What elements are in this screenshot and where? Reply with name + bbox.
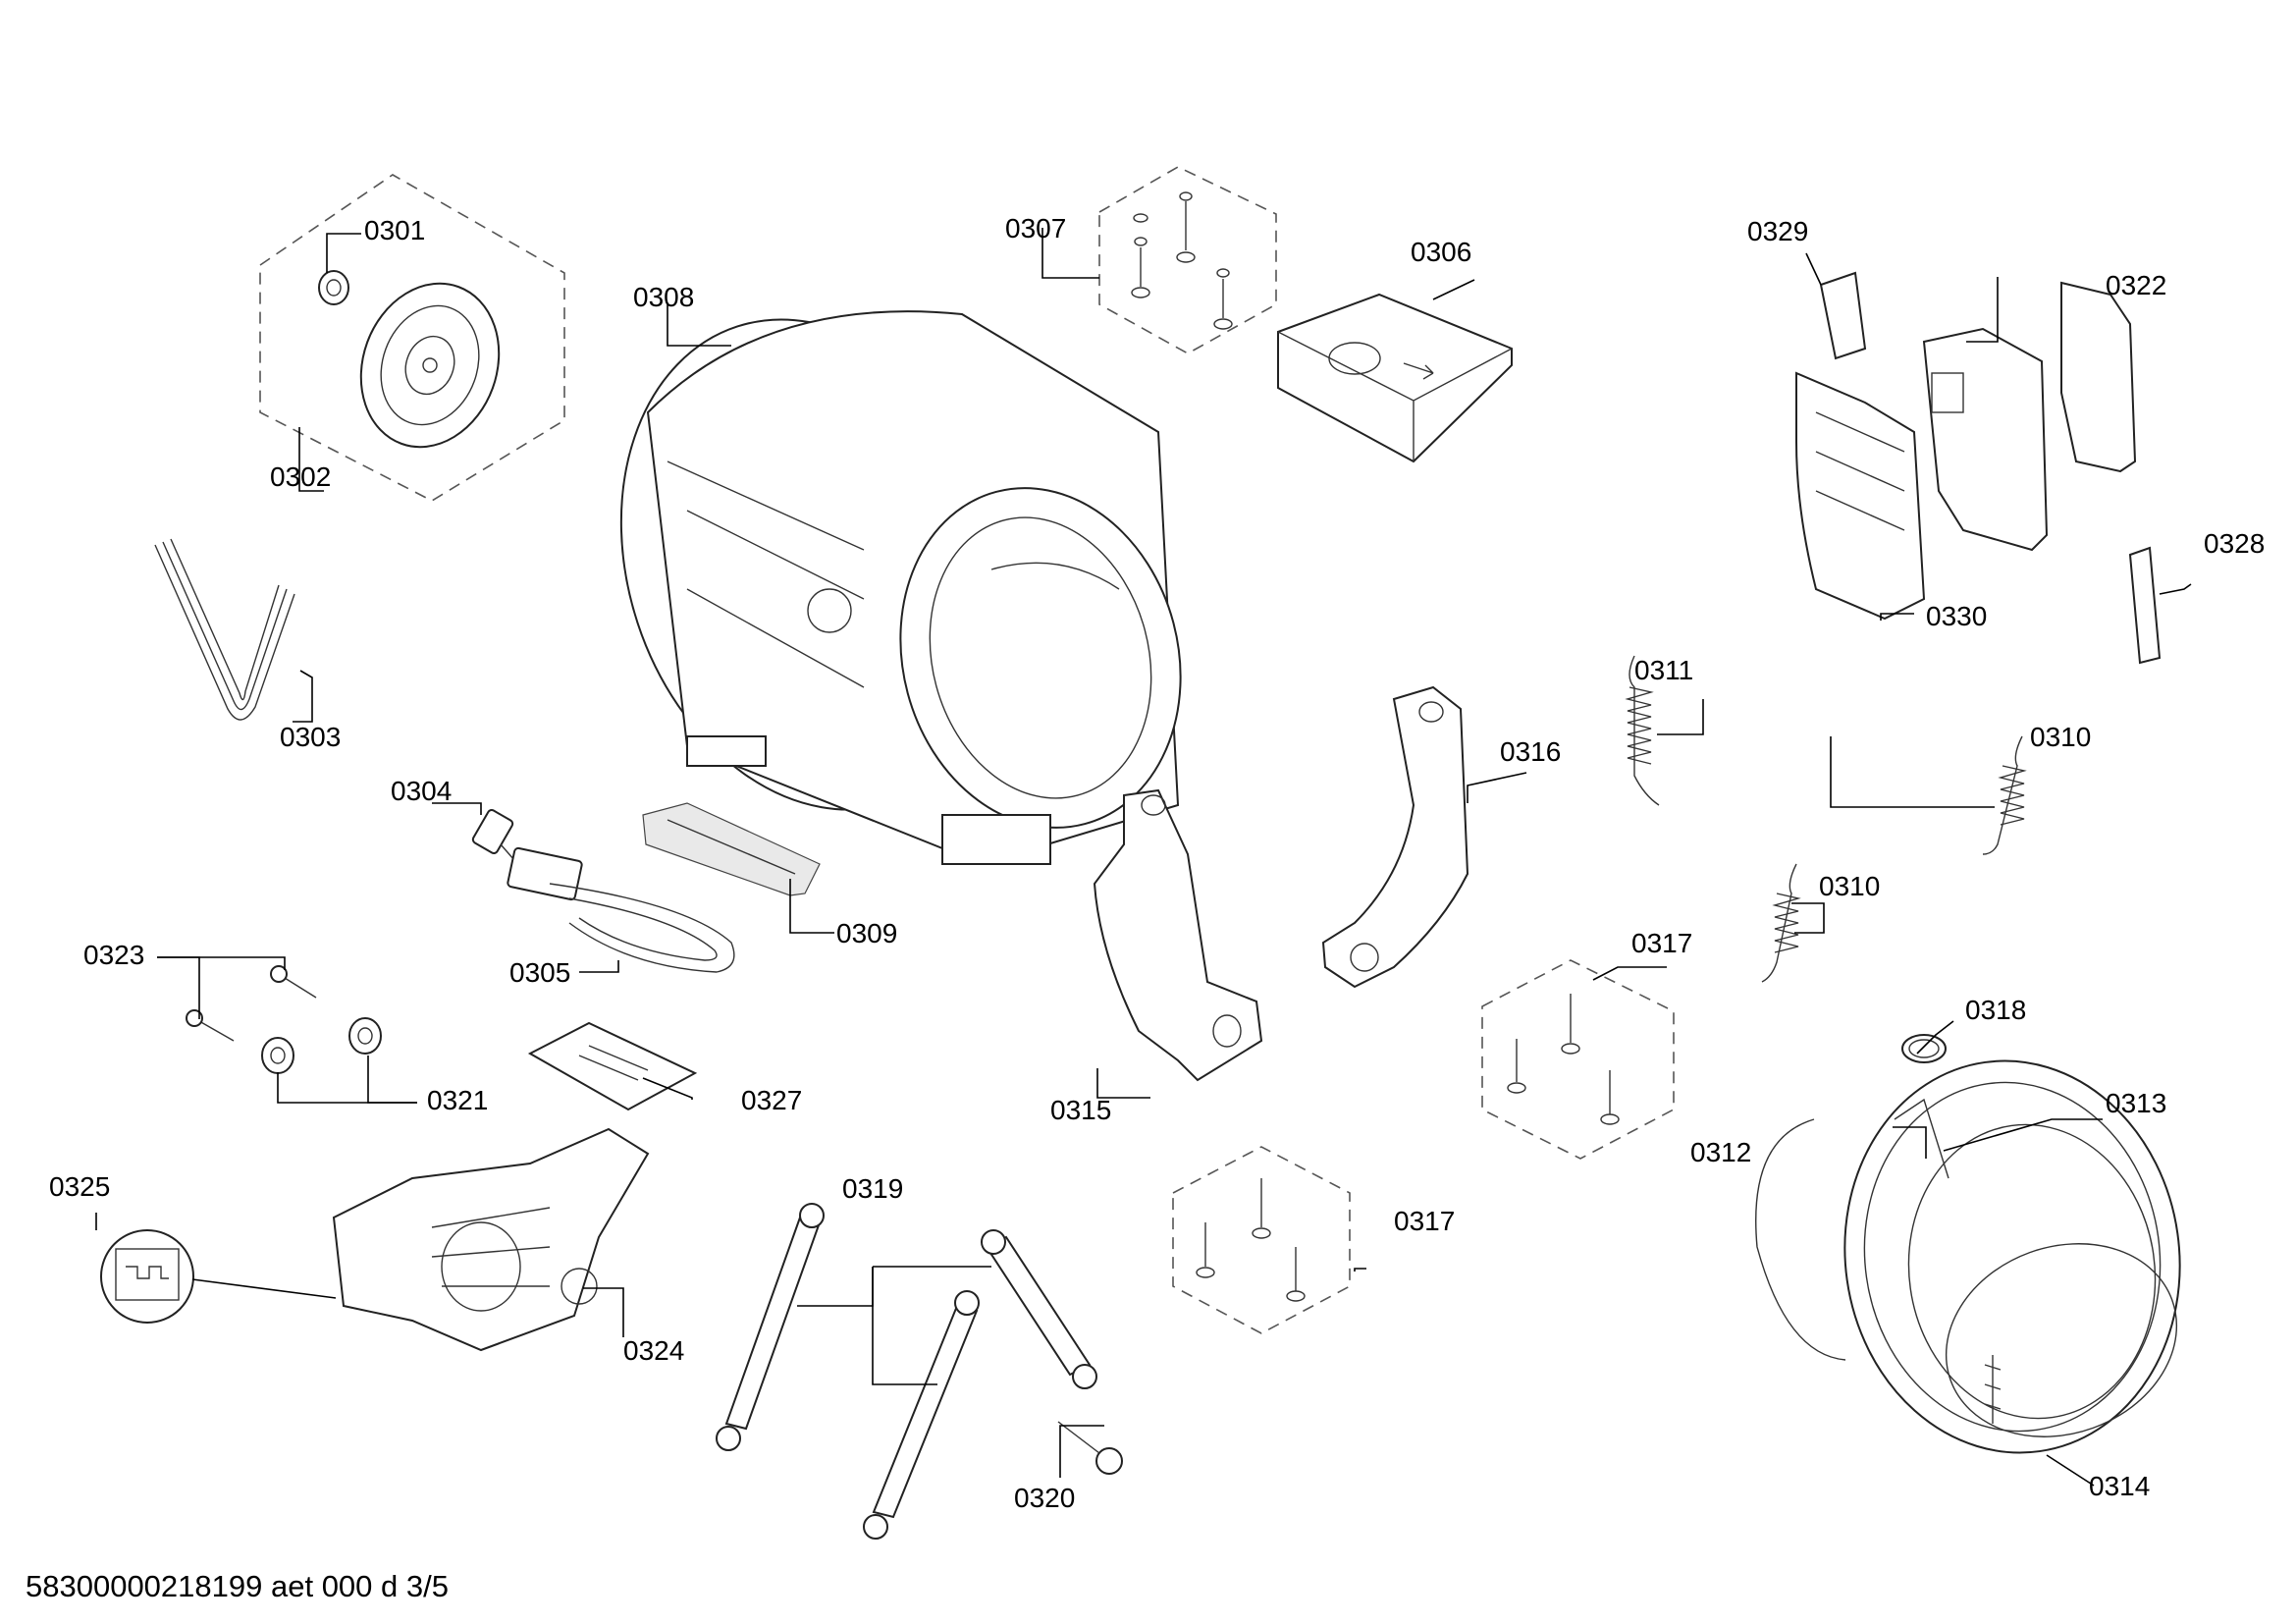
springs: [1625, 655, 2027, 983]
label-0304: 0304: [391, 776, 452, 806]
label-0307: 0307: [1005, 213, 1066, 244]
label-0301: 0301: [364, 215, 425, 245]
label-0314: 0314: [2089, 1471, 2150, 1501]
screw-kit-mid: [1481, 959, 1675, 1160]
document-footer-id: 58300000218199 aet 000 d 3/5: [26, 1569, 449, 1603]
shock-bracket-left: [1093, 788, 1263, 1082]
shock-bracket-right: [1321, 685, 1469, 989]
detergent-duct: [642, 802, 821, 896]
label-0324: 0324: [623, 1335, 684, 1366]
label-0309: 0309: [836, 918, 897, 948]
label-0325: 0325: [49, 1171, 110, 1202]
label-0320: 0320: [1014, 1483, 1075, 1513]
outer-tub: [619, 310, 1182, 866]
label-0317-upper: 0317: [1631, 928, 1692, 958]
label-0328: 0328: [2204, 528, 2265, 559]
bolt: [1057, 1421, 1123, 1475]
label-0310-upper: 0310: [2030, 722, 2091, 752]
label-0305: 0305: [509, 957, 570, 988]
label-0312: 0312: [1690, 1137, 1751, 1167]
screw-kit-bottom: [1172, 1146, 1351, 1334]
label-0327: 0327: [741, 1085, 802, 1115]
label-0321: 0321: [427, 1085, 488, 1115]
label-0318: 0318: [1965, 995, 2026, 1025]
drive-motor: [332, 1127, 650, 1352]
label-0308: 0308: [633, 282, 694, 312]
label-0311: 0311: [1634, 655, 1693, 685]
label-0313: 0313: [2106, 1088, 2166, 1118]
label-0323: 0323: [83, 940, 144, 970]
fasteners: [186, 965, 382, 1074]
drive-belt: [154, 538, 295, 721]
label-0330: 0330: [1926, 601, 1987, 631]
motor-connector-detail: [100, 1229, 337, 1324]
label-0303: 0303: [280, 722, 341, 752]
label-0317-lower: 0317: [1394, 1206, 1455, 1236]
pulley-group: [259, 174, 565, 502]
shock-absorbers: [716, 1203, 1097, 1540]
instruction-sheet: [527, 1021, 698, 1111]
screw-kit-top: [1098, 166, 1277, 354]
part-labels: 0301 0302 0303 0304 0305 0306 0307 0308 …: [49, 213, 2265, 1513]
label-0316: 0316: [1500, 736, 1561, 767]
leader-lines: [95, 228, 2192, 1487]
label-0315: 0315: [1050, 1095, 1111, 1125]
label-0322: 0322: [2106, 270, 2166, 300]
label-0306: 0306: [1411, 237, 1471, 267]
heating-element: [507, 846, 735, 973]
hose-clamp: [1901, 1034, 1947, 1063]
door-seal-group: [1755, 1059, 2181, 1454]
ntc-sensor: [471, 809, 515, 861]
label-0302: 0302: [270, 461, 331, 492]
counterweight: [1277, 293, 1513, 463]
electronics: [1795, 271, 2162, 665]
label-0329: 0329: [1747, 216, 1808, 246]
label-0319: 0319: [842, 1173, 903, 1204]
label-0310-lower: 0310: [1819, 871, 1880, 901]
